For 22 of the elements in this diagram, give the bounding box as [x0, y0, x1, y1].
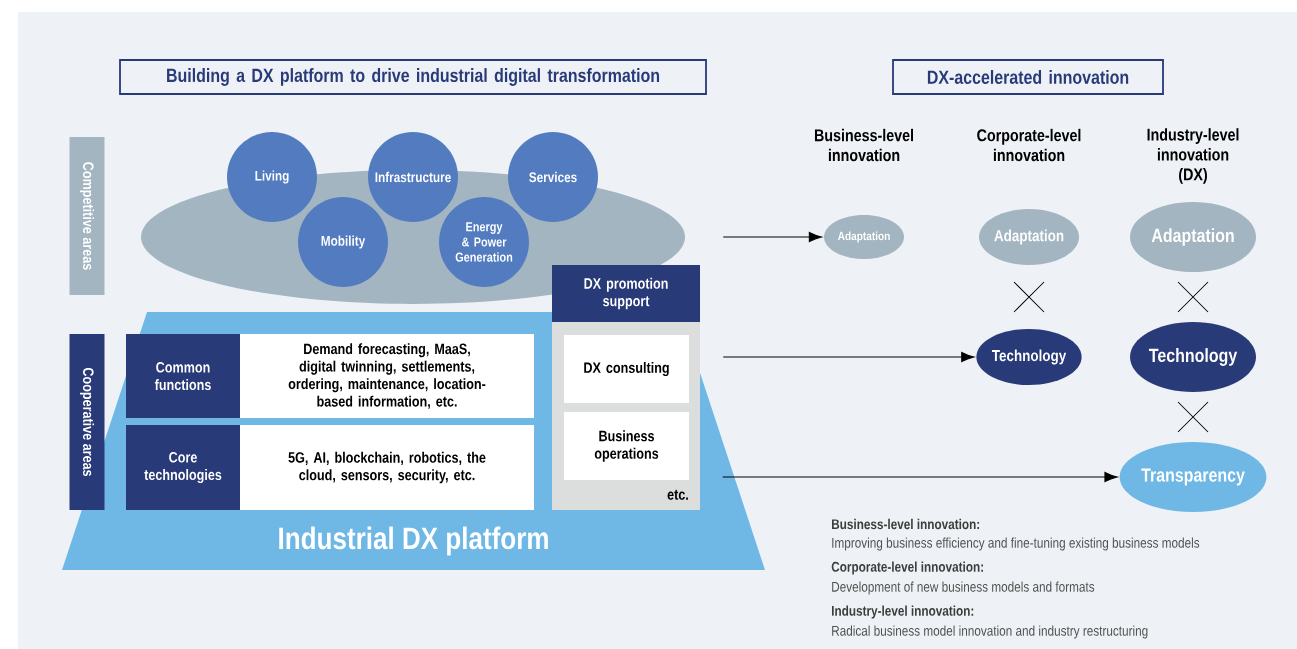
note-heading: Business-level innovation:	[832, 518, 980, 530]
row-header-cell: Core technologies	[126, 425, 240, 510]
arrow	[722, 231, 823, 243]
arrow	[722, 471, 1118, 483]
content-cell: Demand forecasting, MaaS, digital twinning, settlements, ordering, maintenance, location-based information, etc.	[240, 334, 534, 418]
side-band: Competitive areas	[69, 137, 105, 295]
arrow	[722, 351, 975, 363]
service-box: DX consulting	[564, 335, 689, 403]
column-heading: Business-level innovation	[814, 128, 913, 162]
note-text: Improving business efficiency and fine-tuning existing business models	[832, 537, 1200, 551]
column-heading: Corporate-level innovation	[977, 128, 1081, 162]
note-text: Radical business model innovation and industry restructuring	[832, 625, 1148, 639]
content-cell: 5G, AI, blockchain, robotics, the cloud, sensors, security, etc.	[240, 425, 534, 510]
note-heading: Corporate-level innovation:	[831, 561, 983, 575]
service-box: Business operations	[564, 412, 689, 480]
side-band: Cooperative areas	[69, 334, 105, 510]
heading-box: DX-accelerated innovation	[892, 59, 1164, 95]
note-text: Development of new business models and formats	[832, 581, 1095, 595]
heading-box: Building a DX platform to drive industrial digital transformation	[119, 59, 707, 95]
row-header-cell: Common functions	[126, 334, 240, 418]
note-heading: Industry-level innovation:	[832, 605, 974, 619]
column-heading: Industry-level innovation (DX)	[1147, 128, 1239, 184]
